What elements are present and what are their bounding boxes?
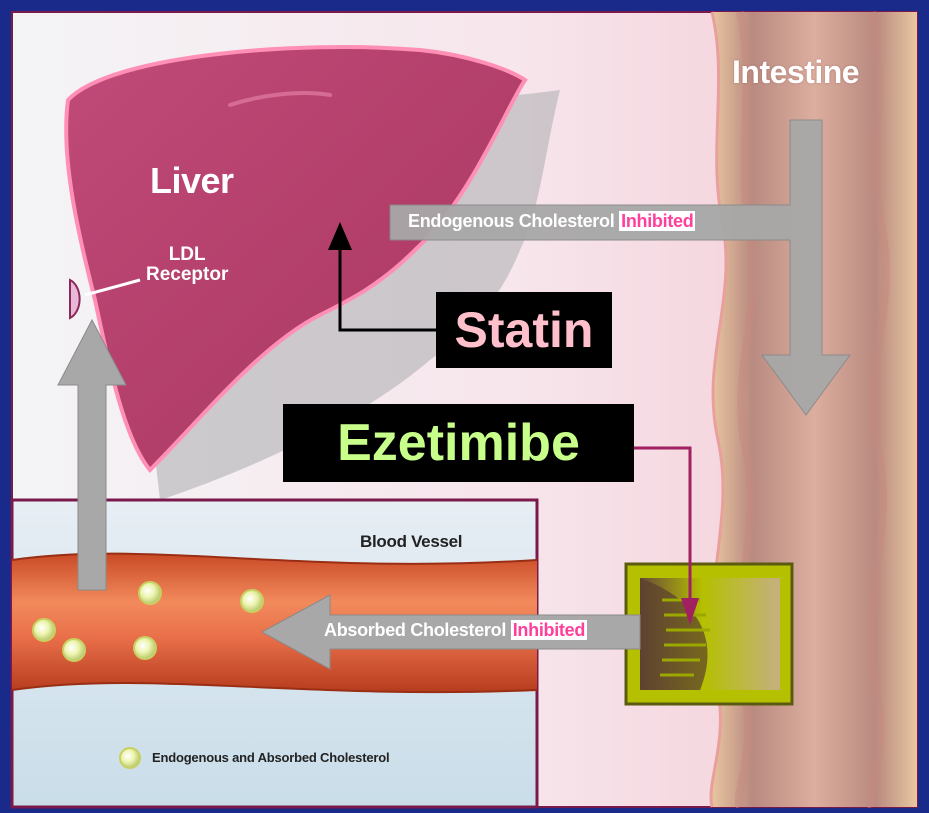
legend-particle	[120, 748, 140, 768]
ezetimibe-box: Ezetimibe	[283, 404, 634, 482]
ezetimibe-label: Ezetimibe	[337, 413, 580, 473]
absorbed-cholesterol-label: Absorbed Cholesterol Inhibited	[324, 620, 587, 641]
endogenous-inhibited: Inhibited	[619, 211, 695, 231]
intestine-label: Intestine	[732, 54, 859, 91]
absorbed-text: Absorbed Cholesterol	[324, 620, 506, 640]
absorbed-inhibited: Inhibited	[511, 620, 587, 640]
legend-label: Endogenous and Absorbed Cholesterol	[152, 750, 389, 765]
liver-label: Liver	[150, 160, 234, 202]
statin-box: Statin	[436, 292, 612, 368]
blood-vessel-label: Blood Vessel	[360, 532, 462, 552]
endogenous-cholesterol-label: Endogenous Cholesterol Inhibited	[408, 211, 695, 232]
ldl-receptor-label: LDL Receptor	[146, 245, 228, 285]
ldl-receptor-line1: LDL	[146, 245, 228, 265]
endogenous-text: Endogenous Cholesterol	[408, 211, 614, 231]
absorption-box	[626, 564, 792, 704]
ldl-receptor-line2: Receptor	[146, 265, 228, 285]
statin-label: Statin	[455, 301, 594, 359]
